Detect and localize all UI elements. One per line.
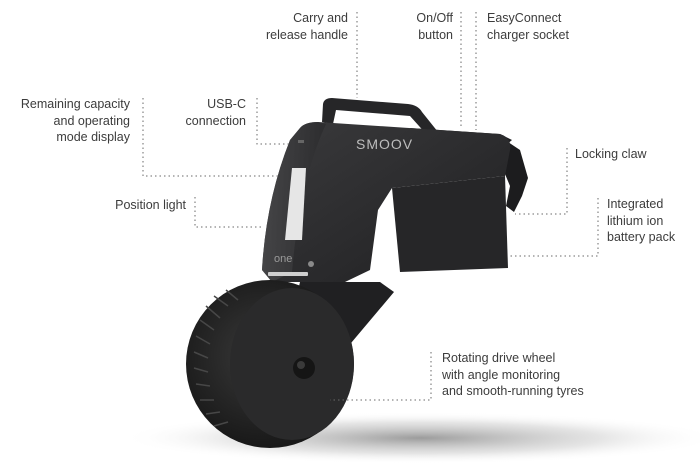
callout-line: with angle monitoring [442,367,561,382]
position-light [285,168,306,240]
wheel-hub [293,357,315,379]
callout-line: Position light [115,198,186,212]
callout-battery-pack: Integrated lithium ion battery pack [607,196,675,246]
callout-line: Locking claw [575,147,647,161]
callout-line: Carry and [293,11,348,25]
callout-line: Remaining capacity [20,97,130,111]
callout-line: button [418,27,453,42]
callout-position-light: Position light [115,197,186,214]
carry-handle-shape [322,98,438,136]
brand-logo: SMOOV [356,136,413,152]
model-mark: one [274,253,292,265]
callout-locking-claw: Locking claw [575,146,647,163]
callout-line: USB-C [207,97,246,111]
callout-capacity-display: Remaining capacity and operating mode di… [21,96,130,146]
callout-on-off-button: On/Off button [416,10,453,43]
device-body [262,122,511,282]
battery-pack-shape [392,176,508,272]
callout-line: charger socket [487,27,569,42]
callout-line: release handle [265,27,348,42]
callout-line: Rotating drive wheel [442,351,556,365]
callout-line: mode display [56,130,130,144]
leader-lines [142,12,599,401]
callout-line: EasyConnect [487,11,562,25]
callout-line: and operating [53,113,130,128]
callout-line: lithium ion [607,213,664,228]
callout-usb-c: USB-C connection [186,96,246,129]
callout-drive-wheel: Rotating drive wheel with angle monitori… [442,350,584,400]
callout-carry-handle: Carry and release handle [266,10,348,43]
callout-line: and smooth-running tyres [442,384,584,398]
callout-line: connection [185,113,246,128]
callout-line: battery pack [607,230,676,244]
callout-line: On/Off [416,11,453,25]
callout-line: Integrated [607,197,664,211]
floor-shadow [120,412,700,464]
callout-charger-socket: EasyConnect charger socket [487,10,569,43]
